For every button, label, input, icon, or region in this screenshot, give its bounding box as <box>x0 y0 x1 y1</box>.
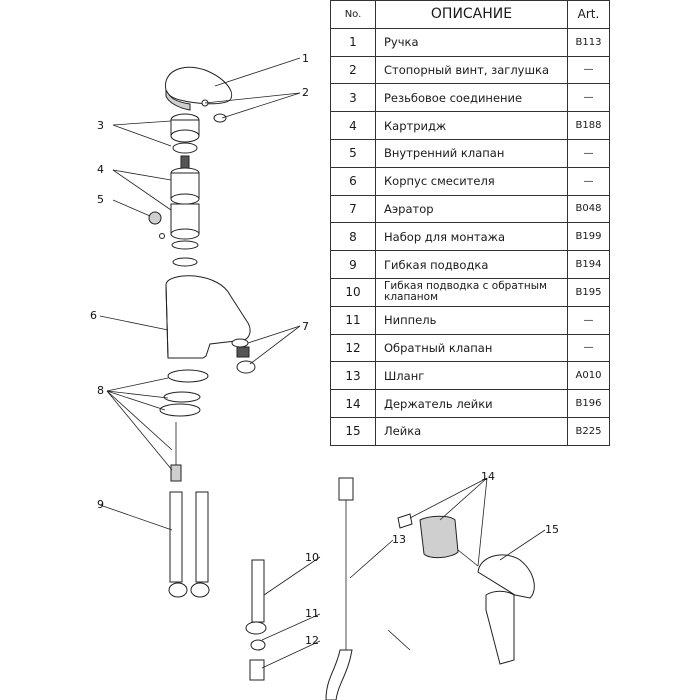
row-no: 10 <box>330 277 376 307</box>
mounting-set-part <box>159 369 209 482</box>
row-no: 1 <box>330 27 376 57</box>
callout-15: 15 <box>545 523 559 536</box>
callout-12: 12 <box>305 634 319 647</box>
row-no: 12 <box>330 333 376 363</box>
callout-5: 5 <box>97 193 104 206</box>
row-no: 3 <box>330 83 376 113</box>
row-no: 6 <box>330 166 376 196</box>
row-art: — <box>567 166 610 196</box>
table-header-row: No. ОПИСАНИЕ Art. <box>330 0 610 29</box>
callout-10: 10 <box>305 551 319 564</box>
inner-valve-part <box>148 211 165 239</box>
row-description: Держатель лейки <box>375 389 568 418</box>
row-art: B225 <box>567 416 610 446</box>
row-description: Гибкая подводка с обратным клапаном <box>375 277 568 307</box>
row-no: 8 <box>330 222 376 252</box>
row-art: B188 <box>567 111 610 140</box>
row-art: B048 <box>567 194 610 224</box>
header-no: No. <box>330 0 376 29</box>
row-description: Гибкая подводка <box>375 250 568 279</box>
row-art: A010 <box>567 361 610 391</box>
threaded-connection-part <box>170 113 200 154</box>
row-art: — <box>567 333 610 363</box>
row-no: 13 <box>330 361 376 391</box>
header-description: ОПИСАНИЕ <box>375 0 568 29</box>
header-art: Art. <box>567 0 610 29</box>
row-art: — <box>567 305 610 335</box>
cartridge-part <box>170 155 200 267</box>
shower-hose-part <box>325 477 354 700</box>
flexible-hose-part <box>168 491 210 598</box>
shower-head-part <box>387 554 535 665</box>
row-art: B195 <box>567 277 610 307</box>
callout-8: 8 <box>97 384 104 397</box>
row-no: 4 <box>330 111 376 140</box>
callout-4: 4 <box>97 163 104 176</box>
row-description: Лейка <box>375 416 568 446</box>
callout-14: 14 <box>481 470 495 483</box>
callout-11: 11 <box>305 607 319 620</box>
row-art: — <box>567 138 610 168</box>
handle-part <box>165 66 232 111</box>
row-art: B113 <box>567 27 610 57</box>
row-description: Корпус смесителя <box>375 166 568 196</box>
row-description: Шланг <box>375 361 568 391</box>
row-description: Картридж <box>375 111 568 140</box>
callout-9: 9 <box>97 498 104 511</box>
mixer-body-part <box>165 275 251 359</box>
aerator-part <box>231 338 256 374</box>
row-description: Набор для монтажа <box>375 222 568 252</box>
row-art: — <box>567 83 610 113</box>
row-no: 15 <box>330 416 376 446</box>
row-description: Внутренний клапан <box>375 138 568 168</box>
callout-6: 6 <box>90 309 97 322</box>
row-description: Ниппель <box>375 305 568 335</box>
row-no: 11 <box>330 305 376 335</box>
callout-1: 1 <box>302 52 309 65</box>
callout-2: 2 <box>302 86 309 99</box>
check-valve-hose-part <box>245 559 267 681</box>
row-no: 7 <box>330 194 376 224</box>
row-description: Резьбовое соединение <box>375 83 568 113</box>
leader-lines <box>99 57 546 669</box>
row-description: Аэратор <box>375 194 568 224</box>
row-no: 2 <box>330 55 376 85</box>
row-no: 5 <box>330 138 376 168</box>
row-art: B194 <box>567 250 610 279</box>
row-art: — <box>567 55 610 85</box>
row-no: 9 <box>330 250 376 279</box>
row-description: Обратный клапан <box>375 333 568 363</box>
row-art: B199 <box>567 222 610 252</box>
row-description: Ручка <box>375 27 568 57</box>
callout-7: 7 <box>302 320 309 333</box>
row-no: 14 <box>330 389 376 418</box>
shower-holder-part <box>397 513 479 567</box>
callout-3: 3 <box>97 119 104 132</box>
row-description: Стопорный винт, заглушка <box>375 55 568 85</box>
row-art: B196 <box>567 389 610 418</box>
callout-13: 13 <box>392 533 406 546</box>
